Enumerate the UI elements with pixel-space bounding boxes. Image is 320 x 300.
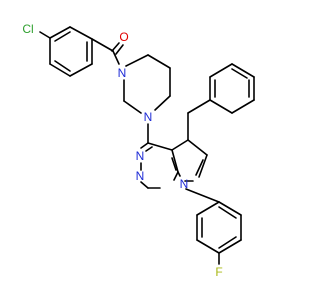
bond xyxy=(173,171,179,181)
bond xyxy=(196,201,220,216)
canvas-background xyxy=(0,0,300,300)
bond xyxy=(125,54,149,67)
bond xyxy=(147,142,173,151)
atom-label-nitrogen-pyrimidine-bottom: N xyxy=(136,169,145,183)
pyrrole-ring xyxy=(171,139,208,182)
bond xyxy=(196,239,220,254)
bond xyxy=(140,142,149,149)
atom-label-nitrogen-pyrimidine-left: N xyxy=(136,149,145,163)
bond xyxy=(123,100,142,114)
double-bond-inner xyxy=(171,157,177,171)
bond xyxy=(49,63,71,77)
atom-label-chlorine: Cl xyxy=(22,22,33,36)
c-cl-bond xyxy=(39,31,51,39)
bond xyxy=(187,139,208,156)
bond xyxy=(198,154,208,178)
atom-label-nitrogen-piperazine-top: N xyxy=(118,66,127,80)
double-bond-inner xyxy=(145,146,153,152)
double-bond-inner xyxy=(231,68,248,79)
c-o-double-bond xyxy=(111,42,120,52)
piperazine-ring xyxy=(123,54,171,114)
bond xyxy=(154,95,171,111)
bond xyxy=(147,54,171,69)
double-bond-inner xyxy=(218,236,237,249)
bond xyxy=(69,26,93,40)
carbonyl-n-bond xyxy=(112,50,120,65)
bond xyxy=(69,63,93,77)
atom-label-nitrogen-pyrrole: N xyxy=(180,177,189,191)
bond xyxy=(177,171,181,177)
fused-bond xyxy=(171,149,179,173)
molecule-diagram: Cl O N N N N N F xyxy=(0,0,300,300)
atom-label-oxygen: O xyxy=(119,30,128,44)
bond xyxy=(231,63,255,78)
bond xyxy=(209,63,233,78)
double-bond-inner xyxy=(54,31,71,42)
n-aryl-bond xyxy=(185,188,220,203)
bond xyxy=(231,99,255,114)
bond xyxy=(187,99,211,114)
bond xyxy=(140,181,149,189)
bond xyxy=(218,201,242,216)
double-bond-inner xyxy=(218,206,237,219)
pyrimidine-ring xyxy=(140,142,179,189)
structure-svg: Cl O N N N N N F xyxy=(0,0,300,300)
bond xyxy=(218,239,242,254)
chlorophenyl-ring xyxy=(49,26,93,77)
bond xyxy=(49,26,71,39)
bond xyxy=(209,99,233,114)
phenyl-ring xyxy=(187,63,255,114)
atom-label-nitrogen-piperazine-bottom: N xyxy=(144,110,153,124)
double-bond-inner xyxy=(54,60,71,72)
double-bond-inner xyxy=(195,159,204,176)
bond xyxy=(171,139,189,151)
fluorophenyl-ring xyxy=(196,201,242,254)
aryl-carbonyl-bond xyxy=(91,38,114,52)
atom-label-fluorine: F xyxy=(215,265,222,279)
c-o-double-bond xyxy=(115,44,124,55)
